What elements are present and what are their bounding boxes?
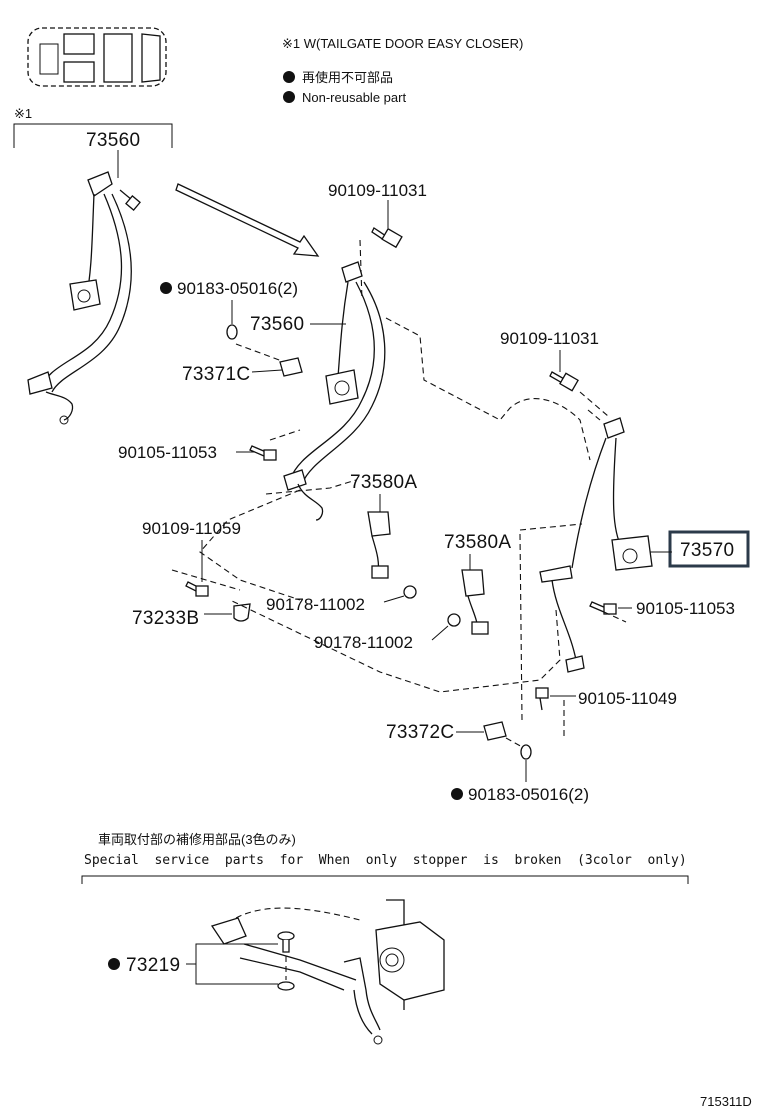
label-90105-11053-a: 90105-11053 <box>118 443 217 462</box>
bolt-90105-11053-a <box>249 445 277 461</box>
buckle-73580A-a <box>367 511 391 579</box>
seat-belt-assembly-center <box>283 261 386 521</box>
vehicle-locator-icon <box>27 27 167 87</box>
label-73570: 73570 <box>680 540 734 561</box>
cover-73233B <box>233 603 251 622</box>
stopper-fastener-73219 <box>277 931 295 991</box>
label-90105-11049: 90105-11049 <box>578 689 677 708</box>
label-73219: 73219 <box>126 955 180 976</box>
tailgate-note: ※1 W(TAILGATE DOOR EASY CLOSER) <box>282 36 523 51</box>
section-mark: ※1 <box>14 106 32 121</box>
bolt-90109-11031-a <box>371 227 403 249</box>
label-73580A-a: 73580A <box>350 472 417 493</box>
label-90109-11031-b: 90109-11031 <box>500 329 599 348</box>
bolt-90109-11059 <box>185 581 209 597</box>
non-reusable-bullet-icon <box>108 958 120 970</box>
buckle-73580A-b <box>461 569 489 635</box>
nut-90178-11002-a <box>403 585 417 599</box>
bolt-90105-11049 <box>535 687 549 711</box>
direction-arrow-icon <box>175 183 320 257</box>
nut-90183-05016-b <box>520 744 532 760</box>
service-note-en: Special service parts for When only stop… <box>84 853 687 868</box>
label-90178-11002-b: 90178-11002 <box>314 633 413 652</box>
seat-belt-assembly-right <box>539 417 653 673</box>
nut-90178-11002-b <box>447 613 461 627</box>
label-73233B: 73233B <box>132 608 199 629</box>
non-reusable-bullet-icon <box>451 788 463 800</box>
label-73560-mid: 73560 <box>250 314 304 335</box>
label-73372C: 73372C <box>386 722 454 743</box>
seat-belt-assembly-left <box>27 171 141 425</box>
label-90109-11059: 90109-11059 <box>142 519 241 538</box>
label-73560-top: 73560 <box>86 130 140 151</box>
label-73580A-b: 73580A <box>444 532 511 553</box>
non-reusable-bullet-icon <box>283 91 295 103</box>
legend-jp: 再使用不可部品 <box>302 70 393 85</box>
label-90183-05016-b: 90183-05016(2) <box>468 785 589 804</box>
legend-en: Non-reusable part <box>302 90 406 105</box>
service-note-jp: 車両取付部の補修用部品(3色のみ) <box>98 832 296 847</box>
label-90105-11053-b: 90105-11053 <box>636 599 735 618</box>
bolt-90109-11031-b <box>549 371 579 392</box>
clip-73372C <box>483 721 507 741</box>
clip-73371C <box>279 357 303 377</box>
highlight-box-73570 <box>668 530 750 568</box>
stopper-detail-drawing <box>210 899 445 1045</box>
non-reusable-bullet-icon <box>160 282 172 294</box>
non-reusable-bullet-icon <box>283 71 295 83</box>
nut-90183-05016-a <box>226 324 238 340</box>
label-73371C: 73371C <box>182 364 250 385</box>
label-90109-11031-a: 90109-11031 <box>328 181 427 200</box>
label-90183-05016-a: 90183-05016(2) <box>177 279 298 298</box>
bolt-90105-11053-b <box>589 601 617 615</box>
diagram-code: 715311D <box>700 1094 752 1109</box>
label-90178-11002-a: 90178-11002 <box>266 595 365 614</box>
